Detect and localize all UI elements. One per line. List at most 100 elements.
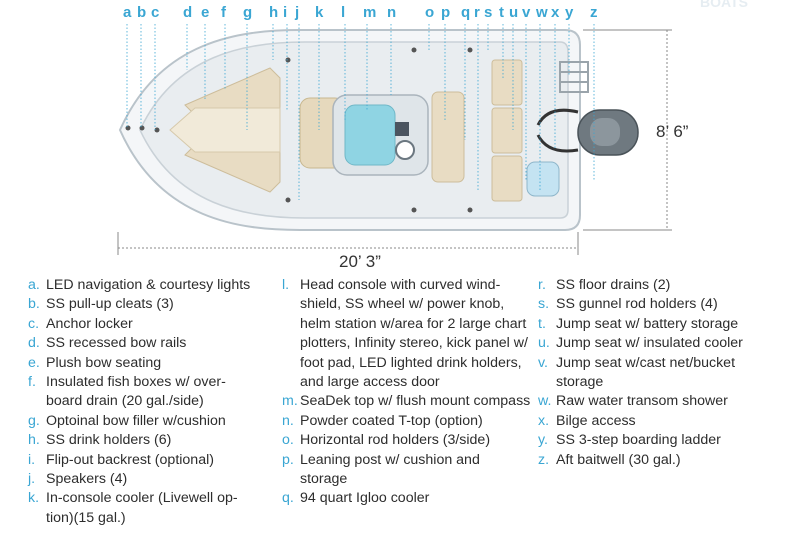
top-label-n: n — [387, 4, 397, 21]
legend-item: x.Bilge access — [538, 412, 788, 431]
top-label-b: b — [137, 4, 147, 21]
legend-line: SS floor drains (2) — [556, 277, 671, 293]
legend-letter: q. — [282, 490, 294, 507]
legend-text: Powder coated T-top (option) — [300, 412, 538, 431]
legend-item: m.SeaDek top w/ flush mount compass — [282, 392, 538, 411]
boat-diagram — [117, 24, 672, 255]
legend-text: SS drink holders (6) — [46, 431, 278, 450]
top-label-m: m — [363, 4, 377, 21]
legend-line: Powder coated T-top (option) — [300, 412, 483, 429]
legend-letter: z. — [538, 451, 550, 468]
top-label-p: p — [441, 4, 451, 21]
legend-letter: k. — [28, 490, 40, 507]
aft-baitwell — [526, 161, 560, 197]
legend-letter: c. — [28, 315, 40, 332]
legend-item: c. Anchor locker — [28, 315, 278, 334]
legend-text: Flip-out backrest (optional) — [46, 451, 278, 470]
legend-item: b.SS pull-up cleats (3) — [28, 295, 278, 314]
legend-text: Jump seat w/ insulated cooler — [556, 334, 788, 353]
legend-line: Optoinal bow filler w/cushion — [46, 412, 226, 429]
legend-line: Leaning post w/ cushion and — [300, 451, 480, 468]
legend-text: Horizontal rod holders (3/side) — [300, 431, 538, 450]
top-label-a: a — [123, 4, 132, 21]
top-label-l: l — [341, 4, 346, 21]
legend-line: storage — [300, 471, 348, 488]
legend-line: tion)(15 gal.) — [46, 509, 126, 526]
legend-text: SS 3-step boarding ladder — [556, 431, 788, 450]
legend-line: helm station w/area for 2 large chart — [300, 315, 527, 332]
legend-line: SS drink holders (6) — [46, 432, 172, 449]
legend-item: i.Flip-out backrest (optional) — [28, 451, 278, 470]
jump-seat-middle — [491, 107, 523, 154]
legend-line: In-console cooler (Livewell op- — [46, 490, 238, 507]
legend-letter: s. — [538, 296, 550, 313]
top-label-k: k — [315, 4, 324, 21]
top-label-f: f — [221, 4, 226, 21]
legend-line: Raw water transom shower — [556, 393, 728, 410]
legend-letter: g. — [28, 412, 40, 429]
legend-line: LED navigation & courtesy lights — [46, 277, 251, 293]
legend-text: Insulated fish boxes w/ over-board drain… — [46, 373, 278, 412]
legend-line: Jump seat w/cast net/bucket — [556, 354, 736, 371]
legend-line: plotters, Infinity stereo, kick panel w/ — [300, 335, 528, 352]
legend-item: n. Powder coated T-top (option) — [282, 412, 538, 431]
legend-text: Bilge access — [556, 412, 788, 431]
top-label-w: w — [536, 4, 548, 21]
legend-text: Anchor locker — [46, 315, 278, 334]
legend-text: Plush bow seating — [46, 354, 278, 373]
legend-letter: b. — [28, 296, 40, 313]
top-label-t: t — [499, 4, 504, 21]
legend-item: p. Leaning post w/ cushion and storage — [282, 451, 538, 490]
legend-item: u. Jump seat w/ insulated cooler — [538, 334, 788, 353]
legend-letter: j. — [28, 471, 36, 488]
legend-text: LED navigation & courtesy lights — [46, 276, 278, 295]
legend-line: SS recessed bow rails — [46, 335, 187, 352]
legend-item: k. In-console cooler (Livewell op-tion)(1… — [28, 489, 278, 528]
legend-column-3: r.SS floor drains (2)s.SS gunnel rod hol… — [538, 276, 788, 470]
legend-letter: t. — [538, 315, 546, 332]
top-label-g: g — [243, 4, 253, 21]
legend-line: Flip-out backrest (optional) — [46, 451, 214, 468]
legend-item: h. SS drink holders (6) — [28, 431, 278, 450]
watermark-text: BOATS — [700, 0, 748, 10]
legend-line: Speakers (4) — [46, 471, 128, 488]
legend-text: Speakers (4) — [46, 470, 278, 489]
top-label-q: q — [461, 4, 471, 21]
legend-item: q. 94 quart Igloo cooler — [282, 489, 538, 508]
legend-line: storage — [556, 374, 604, 391]
legend-line: Bilge access — [556, 412, 636, 429]
legend-line: SS 3-step boarding ladder — [556, 432, 721, 449]
legend-item: a.LED navigation & courtesy lights — [28, 276, 278, 295]
leaning-post — [431, 91, 465, 183]
jump-seat-bottom — [491, 155, 523, 202]
legend-line: board drain (20 gal./side) — [46, 393, 204, 410]
legend-line: Aft baitwell (30 gal.) — [556, 451, 681, 468]
legend-item: g. Optoinal bow filler w/cushion — [28, 412, 278, 431]
legend-text: Jump seat w/cast net/bucket storage — [556, 354, 788, 393]
legend-letter: p. — [282, 451, 294, 468]
legend-letter: n. — [282, 412, 294, 429]
boarding-ladder — [559, 61, 589, 93]
legend-item: t. Jump seat w/ battery storage — [538, 315, 788, 334]
beam-dimension: 8’ 6” — [656, 122, 689, 141]
legend-line: shield, SS wheel w/ power knob, — [300, 296, 505, 313]
top-label-v: v — [522, 4, 531, 21]
legend-line: 94 quart Igloo cooler — [300, 490, 430, 507]
legend-letter: h. — [28, 432, 40, 449]
legend-line: Insulated fish boxes w/ over- — [46, 374, 226, 391]
top-label-u: u — [509, 4, 519, 21]
top-label-d: d — [183, 4, 193, 21]
legend-letter: u. — [538, 335, 550, 352]
legend-letter: l. — [282, 277, 290, 293]
legend-line: Head console with curved wind- — [300, 277, 501, 293]
legend-item: s.SS gunnel rod holders (4) — [538, 295, 788, 314]
legend-text: Leaning post w/ cushion and storage — [300, 451, 538, 490]
outboard-engine — [536, 108, 639, 156]
head-console — [299, 94, 429, 176]
legend-item: y.SS 3-step boarding ladder — [538, 431, 788, 450]
legend-text: SeaDek top w/ flush mount compass — [300, 392, 538, 411]
top-label-h: h — [269, 4, 279, 21]
legend-text: Jump seat w/ battery storage — [556, 315, 788, 334]
